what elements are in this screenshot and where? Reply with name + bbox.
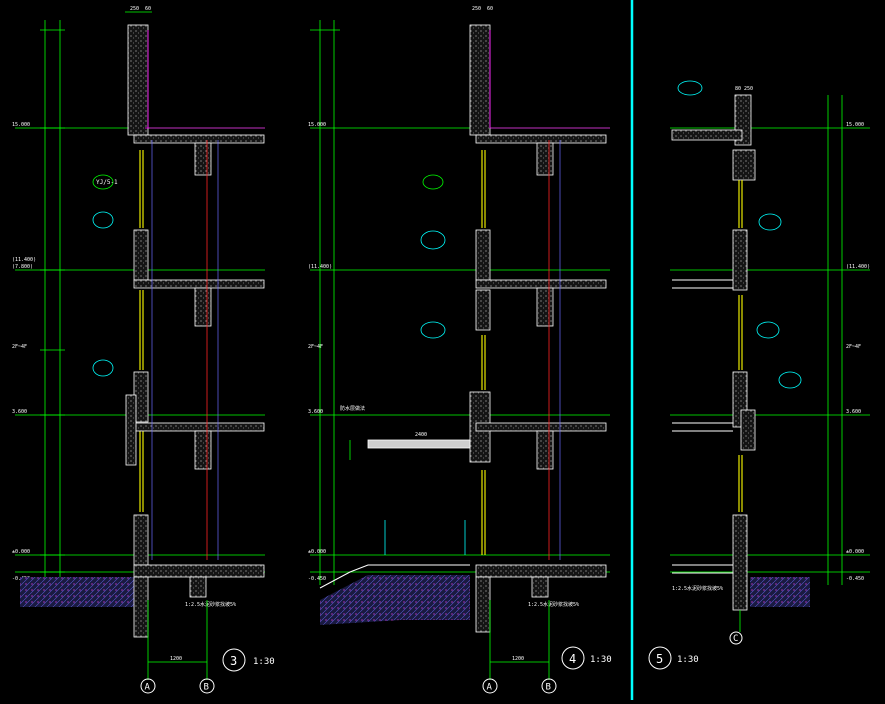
callout-bubble[interactable] xyxy=(92,174,114,190)
top-width-dim: 250 xyxy=(472,6,481,12)
svg-text:4: 4 xyxy=(569,652,576,666)
elev-ground: ±0.000 xyxy=(12,549,30,555)
svg-text:A: A xyxy=(487,683,493,693)
axis-bubble-a[interactable] xyxy=(140,678,156,694)
svg-text:5: 5 xyxy=(656,652,663,666)
floor-slab xyxy=(133,279,265,289)
section-mark-5[interactable] xyxy=(648,646,672,670)
section-5: 15.000 (11.400) 2F~4F 3.600 ±0.000 -0.45… xyxy=(648,80,870,670)
axis-bubble-a[interactable] xyxy=(482,678,498,694)
section-4: 15.000 (11.400) 2F~4F 3.600 ±0.000 -0.45… xyxy=(308,6,612,694)
foundation-beam xyxy=(189,576,207,598)
elev-outside: -0.450 xyxy=(308,576,326,582)
span-dim: 1200 xyxy=(170,656,182,662)
callout-bubble[interactable] xyxy=(778,371,802,389)
svg-text:1:2.5水泥砂浆找坡5%: 1:2.5水泥砂浆找坡5% xyxy=(672,585,723,592)
roof-canopy xyxy=(671,129,743,141)
elev-mid: (7.800) xyxy=(12,264,33,270)
floor-slab xyxy=(133,422,265,432)
canopy-dim: 2400 xyxy=(415,432,427,438)
axis-bubble-c[interactable] xyxy=(729,631,743,645)
svg-text:(11.400): (11.400) xyxy=(846,264,870,270)
ground-slab xyxy=(133,564,265,578)
svg-text:C: C xyxy=(733,634,738,644)
roof-slab xyxy=(133,134,265,144)
section-scale: 1:30 xyxy=(253,657,275,667)
callout-bubble[interactable] xyxy=(422,174,444,190)
callout-bubble[interactable] xyxy=(92,359,114,377)
callout-bubble[interactable] xyxy=(758,213,782,231)
section-mark-3[interactable] xyxy=(222,648,246,672)
svg-text:±0.000: ±0.000 xyxy=(846,549,864,555)
section-number: 3 xyxy=(230,654,237,668)
axis-bubble-b[interactable] xyxy=(541,678,557,694)
svg-text:1:30: 1:30 xyxy=(590,655,612,665)
floor-beam xyxy=(194,430,212,470)
svg-text:B: B xyxy=(546,683,551,693)
elev-roof: 15.000 xyxy=(12,122,30,128)
canopy-dims: 80 250 xyxy=(735,86,753,92)
callout-bubble[interactable] xyxy=(420,230,446,250)
floor-range-note: 2F~4F xyxy=(308,344,323,350)
callout-text: YJ/5-1 xyxy=(96,179,118,186)
svg-text:3.600: 3.600 xyxy=(846,409,861,415)
canopy-note: 防水层做法 xyxy=(340,405,365,412)
callout-bubble[interactable] xyxy=(92,211,114,229)
axis-bubble-b[interactable] xyxy=(199,678,215,694)
floor-beam xyxy=(194,287,212,327)
callout-bubble[interactable] xyxy=(756,321,780,339)
roof-beam xyxy=(194,142,212,176)
foundation-wall xyxy=(133,576,149,638)
bottom-note: 1:2.5水泥砂浆找坡5% xyxy=(185,601,236,608)
svg-text:15.000: 15.000 xyxy=(846,122,864,128)
entrance-steps xyxy=(319,564,470,589)
parapet-wall xyxy=(127,24,149,136)
dim-ticks xyxy=(40,29,65,573)
svg-text:2F~4F: 2F~4F xyxy=(846,344,861,350)
span-dim: 1200 xyxy=(512,656,524,662)
section-mark-4[interactable] xyxy=(561,646,585,670)
elev-roof: 15.000 xyxy=(308,122,326,128)
wall-pier xyxy=(133,229,149,281)
bay-ledge xyxy=(125,394,137,466)
svg-text:-0.450: -0.450 xyxy=(846,576,864,582)
entrance-canopy xyxy=(367,439,471,449)
step-base xyxy=(320,575,470,625)
elev-ground: ±0.000 xyxy=(308,549,326,555)
svg-text:1:30: 1:30 xyxy=(677,655,699,665)
elev-third: 3.600 xyxy=(12,409,27,415)
axis-label-b: B xyxy=(204,683,209,693)
top-gap-dim: 60 xyxy=(487,6,493,12)
top-width-dim: 250 xyxy=(130,6,139,12)
callout-bubble[interactable] xyxy=(677,80,703,96)
elev-fifth: (11.400) xyxy=(308,264,332,270)
window-glazing xyxy=(139,150,144,512)
axis-label-a: A xyxy=(145,683,151,693)
svg-text:1:2.5水泥砂浆找坡5%: 1:2.5水泥砂浆找坡5% xyxy=(528,601,579,608)
elev-third: 3.600 xyxy=(308,409,323,415)
section-3: 15.000 (11.400) (7.800) 2F~4F 3.600 ±0.0… xyxy=(12,6,275,694)
top-gap-dim: 60 xyxy=(145,6,151,12)
soil-fill xyxy=(20,577,134,607)
floor-range-note: 2F~4F xyxy=(12,344,27,350)
elev-fifth: (11.400) xyxy=(12,257,36,263)
wall-pier xyxy=(133,514,149,566)
callout-bubble[interactable] xyxy=(420,321,446,339)
